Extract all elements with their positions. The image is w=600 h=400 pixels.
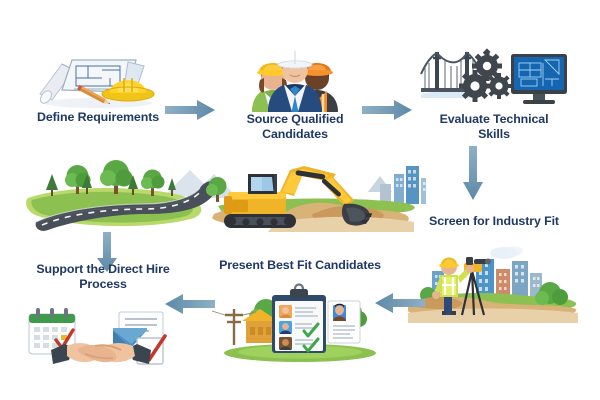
step-label: Screen for Industry Fit [429, 214, 559, 228]
clipboard-candidates-icon [212, 283, 376, 362]
arrow-step5-step6 [165, 294, 215, 314]
step-label: Evaluate Technical Skills [439, 112, 549, 141]
step-label: Present Best Fit Candidates [219, 258, 381, 272]
surveyor-cityscape-icon [408, 246, 578, 323]
bridge-gears-cad-monitor-icon [420, 48, 567, 104]
step-support-the-direct-hire-process[interactable]: Support the Direct Hire Process [10, 262, 196, 372]
arrow-step1-step2 [165, 100, 215, 120]
arrow-band-to-step6 [97, 232, 117, 272]
step-label: Define Requirements [36, 110, 160, 124]
arrow-step3-step4 [463, 146, 483, 200]
road-and-excavator-band [26, 160, 426, 232]
handshake-hiring-icon [28, 308, 167, 365]
construction-team-icon [252, 50, 338, 112]
step-label: Source Qualified Candidates [246, 112, 344, 141]
step-source-qualified-candidates[interactable]: Source Qualified Candidates [212, 34, 378, 142]
step-screen-for-industry-fit[interactable]: Screen for Industry Fit [398, 214, 590, 323]
step-define-requirements[interactable]: Define Requirements [18, 40, 178, 125]
step-label: Support the Direct Hire Process [36, 262, 170, 291]
step-evaluate-technical-skills[interactable]: Evaluate Technical Skills [404, 36, 584, 142]
arrow-step4-step5 [375, 293, 425, 313]
blueprint-hardhat-icon [39, 59, 155, 108]
step-present-best-fit-candidates[interactable]: Present Best Fit Candidates [198, 258, 402, 363]
arrow-step2-step3 [362, 100, 412, 120]
